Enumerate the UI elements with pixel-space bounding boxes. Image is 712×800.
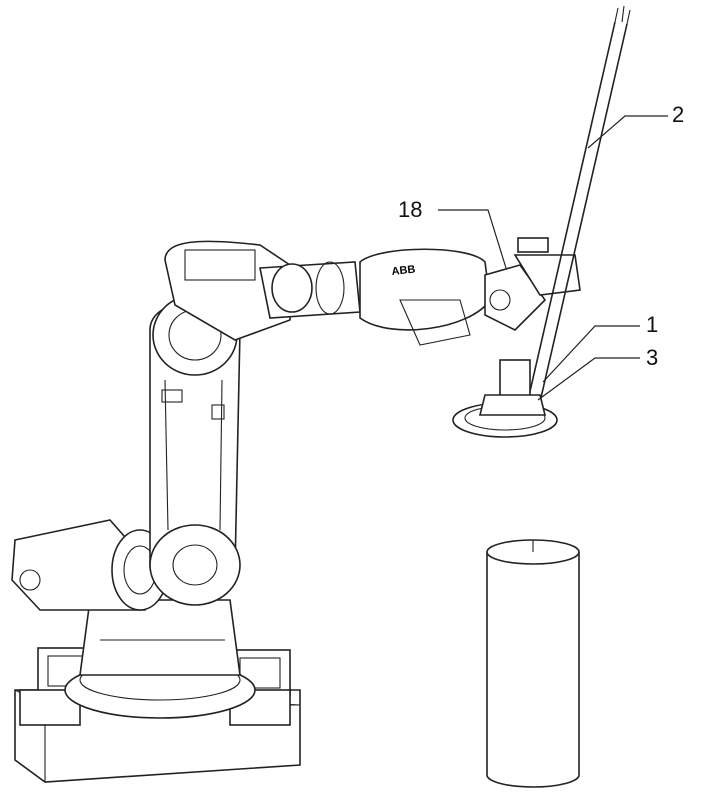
- workpiece-cylinder: [486, 539, 580, 788]
- robot-base-frame: [14, 647, 301, 783]
- robot-turntable: [64, 599, 256, 719]
- robot-motor: [11, 519, 169, 611]
- svg-text:ABB: ABB: [391, 264, 416, 278]
- label-1: 1: [646, 312, 659, 337]
- leader-lines: [438, 115, 668, 401]
- label-18: 18: [398, 197, 423, 222]
- robot-wrist: [484, 237, 581, 331]
- label-3: 3: [646, 345, 659, 370]
- label-2: 2: [672, 102, 685, 127]
- robot-lower-arm: [149, 294, 241, 606]
- polishing-disc: [452, 359, 558, 438]
- feed-rod: [527, 5, 631, 403]
- robot-logo: ABB: [391, 264, 416, 278]
- robot-upper-arm: [164, 240, 491, 346]
